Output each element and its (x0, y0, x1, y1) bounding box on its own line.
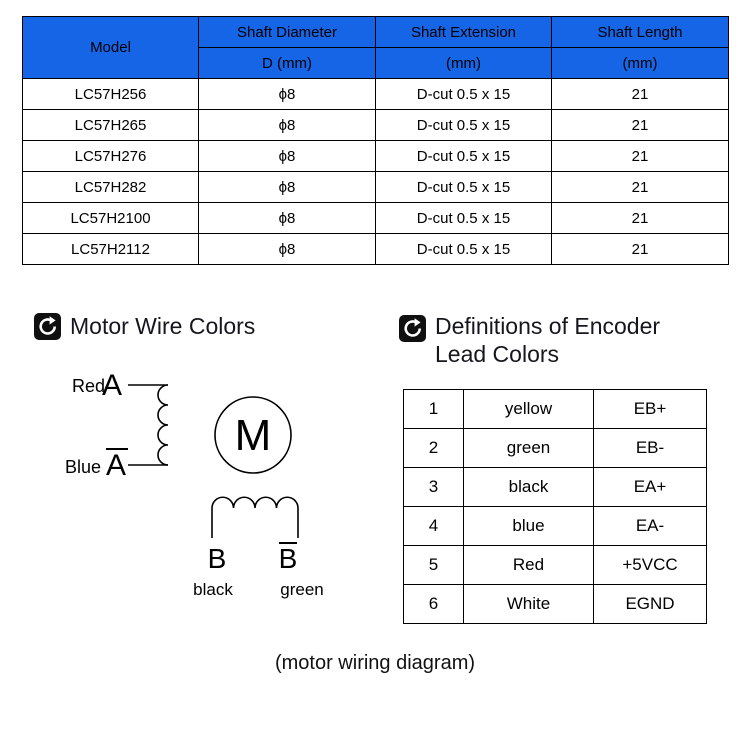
motor-m-label: M (235, 411, 272, 460)
encoder-cell-signal: +5VCC (593, 545, 707, 585)
spec-cell-model: LC57H276 (22, 140, 199, 172)
spec-cell-extension: D-cut 0.5 x 15 (375, 171, 552, 203)
encoder-cell-signal: EB+ (593, 389, 707, 429)
spec-cell-extension: D-cut 0.5 x 15 (375, 202, 552, 234)
spec-header-length-unit: (mm) (551, 47, 729, 79)
spec-cell-diameter: ϕ8 (198, 233, 376, 265)
spec-cell-diameter: ϕ8 (198, 202, 376, 234)
label-black: black (193, 580, 233, 599)
spec-cell-extension: D-cut 0.5 x 15 (375, 140, 552, 172)
spec-cell-model: LC57H282 (22, 171, 199, 203)
spec-cell-length: 21 (551, 233, 729, 265)
motor-section-title: Motor Wire Colors (70, 313, 256, 339)
encoder-cell-color: blue (463, 506, 594, 546)
encoder-lead-colors-table: 1 yellow EB+ 2 green EB- 3 black EA+ 4 b… (403, 389, 707, 624)
spec-cell-extension: D-cut 0.5 x 15 (375, 78, 552, 110)
label-red: Red (72, 376, 105, 396)
spec-cell-model: LC57H256 (22, 78, 199, 110)
label-green: green (280, 580, 323, 599)
diagram-caption: (motor wiring diagram) (274, 652, 476, 674)
encoder-cell-signal: EGND (593, 584, 707, 624)
spec-cell-extension: D-cut 0.5 x 15 (375, 233, 552, 265)
spec-header-row-1: Model Shaft Diameter Shaft Extension Sha… (22, 16, 729, 79)
encoder-row: 3 black EA+ (403, 467, 707, 507)
encoder-title-line2: Lead Colors (435, 341, 560, 367)
spec-cell-length: 21 (551, 140, 729, 172)
encoder-row: 1 yellow EB+ (403, 389, 707, 429)
spec-cell-model: LC57H2100 (22, 202, 199, 234)
encoder-row: 6 White EGND (403, 584, 707, 624)
spec-header-shaft-length: Shaft Length (551, 16, 729, 48)
encoder-title-line1: Definitions of Encoder (435, 313, 661, 339)
encoder-row: 5 Red +5VCC (403, 545, 707, 585)
spec-row: LC57H2100 ϕ8 D-cut 0.5 x 15 21 (22, 202, 729, 234)
shaft-spec-table: Model Shaft Diameter Shaft Extension Sha… (22, 16, 729, 265)
spec-cell-diameter: ϕ8 (198, 140, 376, 172)
encoder-cell-signal: EB- (593, 428, 707, 468)
phase-a-coil (157, 384, 169, 466)
encoder-cell-num: 2 (403, 428, 464, 468)
spec-row: LC57H2112 ϕ8 D-cut 0.5 x 15 21 (22, 233, 729, 265)
encoder-cell-signal: EA- (593, 506, 707, 546)
encoder-cell-num: 6 (403, 584, 464, 624)
phase-b-coil (211, 496, 299, 509)
encoder-row: 4 blue EA- (403, 506, 707, 546)
encoder-cell-num: 5 (403, 545, 464, 585)
label-phase-a: A (102, 369, 122, 402)
encoder-cell-color: Red (463, 545, 594, 585)
encoder-cell-color: yellow (463, 389, 594, 429)
spec-header-row-2: D (mm) (mm) (mm) (23, 47, 729, 79)
motor-circle (214, 396, 292, 474)
encoder-cell-signal: EA+ (593, 467, 707, 507)
encoder-cell-num: 3 (403, 467, 464, 507)
spec-header-shaft-extension: Shaft Extension (375, 16, 552, 48)
label-phase-b-bar: B (279, 543, 298, 574)
spec-header-diameter-unit: D (mm) (198, 47, 376, 79)
encoder-cell-num: 4 (403, 506, 464, 546)
label-phase-b: B (208, 543, 227, 574)
label-blue: Blue (65, 457, 101, 477)
spec-row: LC57H256 ϕ8 D-cut 0.5 x 15 21 (22, 78, 729, 110)
encoder-cell-color: White (463, 584, 594, 624)
encoder-section-title: Definitions of Encoder Lead Colors (435, 312, 660, 368)
label-phase-a-bar: A (106, 449, 126, 482)
circular-arrow-icon (34, 312, 61, 340)
spec-row: LC57H276 ϕ8 D-cut 0.5 x 15 21 (22, 140, 729, 172)
encoder-cell-num: 1 (403, 389, 464, 429)
encoder-cell-color: black (463, 467, 594, 507)
spec-row: LC57H265 ϕ8 D-cut 0.5 x 15 21 (22, 109, 729, 141)
encoder-definitions-heading: Definitions of Encoder Lead Colors (399, 312, 660, 368)
spec-cell-model: LC57H2112 (22, 233, 199, 265)
spec-header-extension-unit: (mm) (375, 47, 552, 79)
motor-wiring-diagram: Red A Blue A M B B black green (65, 369, 324, 599)
spec-cell-extension: D-cut 0.5 x 15 (375, 109, 552, 141)
spec-cell-model: LC57H265 (22, 109, 199, 141)
encoder-row: 2 green EB- (403, 428, 707, 468)
encoder-cell-color: green (463, 428, 594, 468)
spec-cell-length: 21 (551, 109, 729, 141)
spec-cell-length: 21 (551, 78, 729, 110)
spec-cell-diameter: ϕ8 (198, 171, 376, 203)
circular-arrow-icon (399, 315, 426, 342)
spec-cell-length: 21 (551, 171, 729, 203)
spec-cell-diameter: ϕ8 (198, 109, 376, 141)
spec-cell-diameter: ϕ8 (198, 78, 376, 110)
spec-cell-length: 21 (551, 202, 729, 234)
spec-row: LC57H282 ϕ8 D-cut 0.5 x 15 21 (22, 171, 729, 203)
motor-wire-colors-heading: Motor Wire Colors (34, 312, 255, 340)
spec-header-shaft-diameter: Shaft Diameter (198, 16, 376, 48)
spec-header-model: Model (22, 16, 199, 79)
